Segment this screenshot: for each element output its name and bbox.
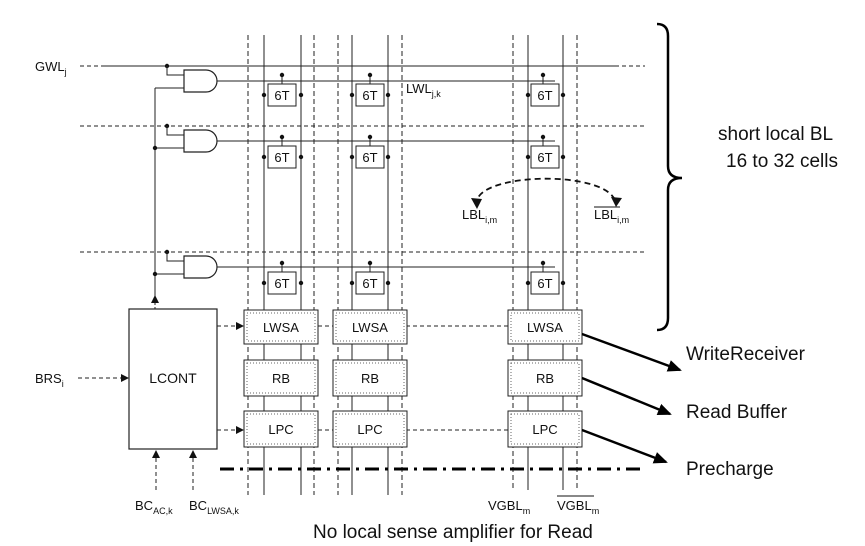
periphery-column-3: LWSA RB LPC — [507, 309, 583, 448]
word-lines — [80, 65, 645, 273]
brace-annotation-line1: short local BL — [718, 124, 833, 145]
cell-label: 6T — [537, 88, 552, 103]
cell-label: 6T — [274, 88, 289, 103]
lpc-block — [332, 410, 408, 448]
cell-label: 6T — [537, 150, 552, 165]
lbl-label: LBLi,m — [462, 207, 497, 225]
arrow-read-buffer — [581, 376, 672, 416]
brace-annotation-line2: 16 to 32 cells — [726, 151, 838, 172]
arrowhead-icon — [471, 198, 482, 209]
lwsa-label: LWSA — [352, 320, 388, 335]
arrowhead-icon — [611, 197, 622, 207]
lpc-label: LPC — [268, 422, 293, 437]
cell-label: 6T — [362, 88, 377, 103]
lwsa-block — [332, 309, 408, 345]
rb-label: RB — [536, 371, 554, 386]
vgbl-label: VGBLm — [488, 498, 530, 516]
and-gate-wiring — [154, 66, 230, 300]
cell-6t — [267, 83, 297, 107]
precharge-annotation: Precharge — [686, 459, 774, 480]
lpc-block — [243, 410, 319, 448]
bc-ac-label: BCAC,k — [135, 498, 173, 516]
brs-label: BRSi — [35, 371, 64, 389]
lwsa-block — [243, 309, 319, 345]
junction-dots — [164, 63, 566, 286]
cell-6t — [355, 145, 385, 169]
periphery-column-2: LWSA RB LPC — [332, 309, 408, 448]
cell-label: 6T — [274, 150, 289, 165]
rb-label: RB — [361, 371, 379, 386]
lwsa-label: LWSA — [527, 320, 563, 335]
periphery-column-1: LWSA RB LPC — [243, 309, 319, 448]
sram-cells: 6T 6T 6T 6T 6T 6T 6T 6T 6T — [267, 83, 560, 295]
cell-6t — [355, 271, 385, 295]
bc-lwsa-label: BCLWSA,k — [189, 498, 239, 516]
vgbl-bar-label: VGBLm — [557, 498, 599, 516]
cell-6t — [530, 271, 560, 295]
arrow-write-receiver — [581, 332, 682, 372]
cell-6t — [530, 145, 560, 169]
lbl-bar-label: LBLi,m — [594, 207, 629, 225]
lwl-label: LWLj,k — [406, 81, 441, 99]
cell-label: 6T — [362, 276, 377, 291]
cell-6t — [355, 83, 385, 107]
cell-label: 6T — [274, 276, 289, 291]
gwl-label: GWLj — [35, 59, 67, 77]
write-receiver-annotation: WriteReceiver — [686, 344, 806, 365]
lpc-label: LPC — [357, 422, 382, 437]
cell-6t — [267, 271, 297, 295]
lcont-block — [128, 308, 218, 450]
rb-block — [507, 359, 583, 397]
rb-block — [243, 359, 319, 397]
read-buffer-annotation: Read Buffer — [686, 402, 788, 423]
cell-6t — [530, 83, 560, 107]
lwsa-block — [507, 309, 583, 345]
and-gate — [183, 255, 218, 279]
lwsa-label: LWSA — [263, 320, 299, 335]
caption: No local sense amplifier for Read — [313, 522, 593, 543]
cell-label: 6T — [362, 150, 377, 165]
rb-block — [332, 359, 408, 397]
arrow-precharge — [581, 428, 668, 464]
brace-icon — [656, 22, 683, 332]
cell-6t — [267, 145, 297, 169]
and-gate — [183, 69, 218, 93]
cell-label: 6T — [537, 276, 552, 291]
and-gates — [183, 69, 218, 279]
and-gate — [183, 129, 218, 153]
lpc-label: LPC — [532, 422, 557, 437]
lcont-label: LCONT — [149, 370, 197, 386]
lbl-swing-arrow — [476, 177, 617, 207]
lpc-block — [507, 410, 583, 448]
rb-label: RB — [272, 371, 290, 386]
